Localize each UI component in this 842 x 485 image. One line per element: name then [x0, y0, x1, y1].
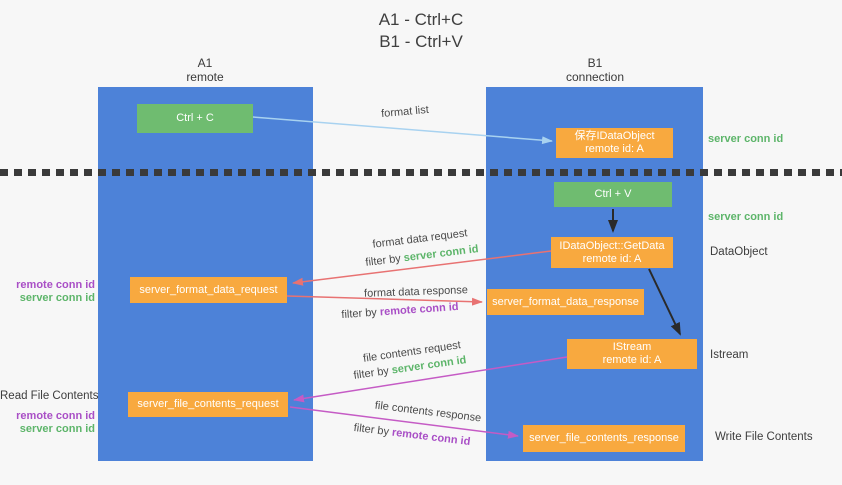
edge-label-filter-by-remote-2: filter by remote conn id	[342, 421, 482, 450]
filter-by-text: filter by	[364, 252, 405, 269]
remote-conn-id-text: remote conn id	[391, 426, 471, 449]
node-server-file-contents-request-label: server_file_contents_request	[137, 398, 279, 410]
node-ctrl-v: Ctrl + V	[554, 182, 672, 207]
node-ctrl-c: Ctrl + C	[137, 104, 253, 133]
lane-b-subtitle: connection	[565, 70, 625, 84]
node-save-idataobject-line2: remote id: A	[585, 143, 644, 155]
edge-label-file-contents-response: file contents response	[374, 399, 482, 425]
lane-a-subtitle: remote	[186, 70, 224, 84]
node-ctrl-v-label: Ctrl + V	[594, 188, 632, 200]
node-save-idataobject-line1: 保存IDataObject	[574, 130, 655, 142]
title-line-1: A1 - Ctrl+C	[378, 10, 464, 29]
filter-by-text: filter by	[352, 364, 393, 382]
filter-by-text: filter by	[353, 421, 393, 439]
node-server-format-data-request: server_format_data_request	[130, 277, 287, 303]
side-label-dataobject: DataObject	[710, 246, 768, 258]
edge-label-format-data-response: format data response	[363, 284, 469, 300]
node-server-format-data-response-label: server_format_data_response	[492, 295, 639, 308]
side-label-server-conn-id-1: server conn id	[19, 292, 95, 304]
side-label-server-conn-id-2: server conn id	[19, 423, 95, 435]
diagram-title: A1 - Ctrl+C B1 - Ctrl+V	[0, 9, 842, 53]
edge-label-format-list: format list	[380, 103, 430, 121]
lane-a-name: A1	[197, 56, 213, 70]
node-istream: IStream remote id: A	[567, 339, 697, 369]
node-server-file-contents-response: server_file_contents_response	[523, 425, 685, 452]
edge-label-filter-by-remote-1: filter by remote conn id	[330, 300, 470, 322]
lane-b-header: B1 connection	[535, 56, 655, 84]
node-server-format-data-request-label: server_format_data_request	[139, 283, 278, 296]
node-istream-line2: remote id: A	[602, 354, 662, 366]
lane-b-name: B1	[587, 56, 603, 70]
node-idataobject-getdata-line2: remote id: A	[582, 252, 642, 265]
server-conn-id-text: server conn id	[403, 243, 480, 265]
side-label-remote-conn-id-2: remote conn id	[16, 410, 95, 422]
node-istream-line1: IStream	[612, 341, 652, 353]
side-label-server-conn-id-mid: server conn id	[708, 211, 784, 223]
side-label-write-file-contents: Write File Contents	[715, 431, 813, 443]
lane-a-header: A1 remote	[145, 56, 265, 84]
remote-conn-id-text: remote conn id	[379, 300, 459, 319]
node-server-file-contents-response-label: server_file_contents_response	[529, 432, 679, 444]
side-label-read-file-contents: Read File Contents	[0, 390, 99, 402]
filter-by-text: filter by	[341, 306, 381, 322]
node-server-file-contents-request: server_file_contents_request	[128, 392, 288, 417]
node-save-idataobject: 保存IDataObject remote id: A	[556, 128, 673, 158]
dotted-separator-line	[0, 169, 842, 176]
side-label-server-conn-id-top: server conn id	[708, 133, 784, 145]
node-idataobject-getdata-line1: IDataObject::GetData	[559, 239, 665, 252]
node-ctrl-c-label: Ctrl + C	[176, 112, 214, 124]
side-label-remote-conn-id-1: remote conn id	[16, 279, 95, 291]
node-idataobject-getdata: IDataObject::GetData remote id: A	[551, 237, 673, 268]
node-server-format-data-response: server_format_data_response	[487, 289, 644, 315]
title-line-2: B1 - Ctrl+V	[379, 32, 463, 51]
side-label-istream: Istream	[710, 349, 749, 361]
